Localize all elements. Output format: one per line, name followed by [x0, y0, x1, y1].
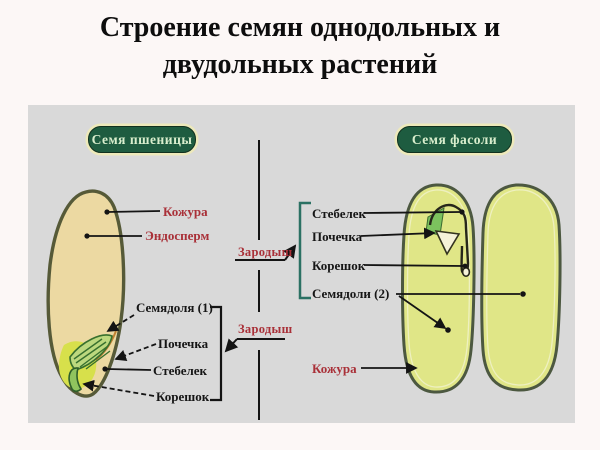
slide-title-line2: двудольных растений — [162, 48, 438, 80]
bean-label-pochechka: Почечка — [312, 229, 363, 244]
wheat-embryo-bracket — [210, 305, 223, 402]
bean-embryo-bracket — [298, 201, 311, 300]
bean-label-zarodysh: Зародыш — [238, 245, 293, 259]
wheat-label-endosperm: Эндосперм — [145, 228, 210, 243]
slide-title-line1: Строение семян однодольных и — [99, 12, 501, 43]
diagram-canvas — [46, 140, 562, 420]
wheat-label-zarodysh: Зародыш — [238, 322, 293, 336]
bean-label-semyadoli: Семядоли (2) — [312, 286, 390, 301]
wheat-label-semyadolya: Семядоля (1) — [136, 300, 213, 315]
bean-seed-shape — [401, 183, 562, 394]
bean-header-badge: Семя фасоли — [397, 126, 512, 153]
wheat-header-label: Семя пшеницы — [91, 131, 193, 147]
bean-label-koreshok: Корешок — [312, 258, 366, 273]
wheat-connectors — [82, 210, 161, 397]
wheat-label-kozhura: Кожура — [163, 204, 208, 219]
bean-header-label: Семя фасоли — [411, 131, 498, 147]
wheat-label-pochechka: Почечка — [158, 336, 209, 351]
wheat-label-koreshok: Корешок — [156, 389, 210, 404]
slide-title: Строение семян однодольных и двудольных … — [0, 10, 600, 84]
bean-label-stebelek: Стебелек — [312, 206, 367, 221]
bean-label-kozhura: Кожура — [312, 361, 357, 376]
wheat-zarodysh-pointer — [224, 338, 285, 353]
diagram-panel: Семя пшеницы Семя фасоли Кожура Эндоспер… — [28, 105, 575, 423]
bean-connectors — [360, 211, 520, 374]
wheat-seed-shape — [46, 189, 126, 398]
wheat-plumule — [69, 334, 113, 371]
wheat-label-stebelek: Стебелек — [153, 363, 208, 378]
bean-zarodysh-pointer — [235, 244, 297, 261]
wheat-header-badge: Семя пшеницы — [88, 126, 196, 153]
